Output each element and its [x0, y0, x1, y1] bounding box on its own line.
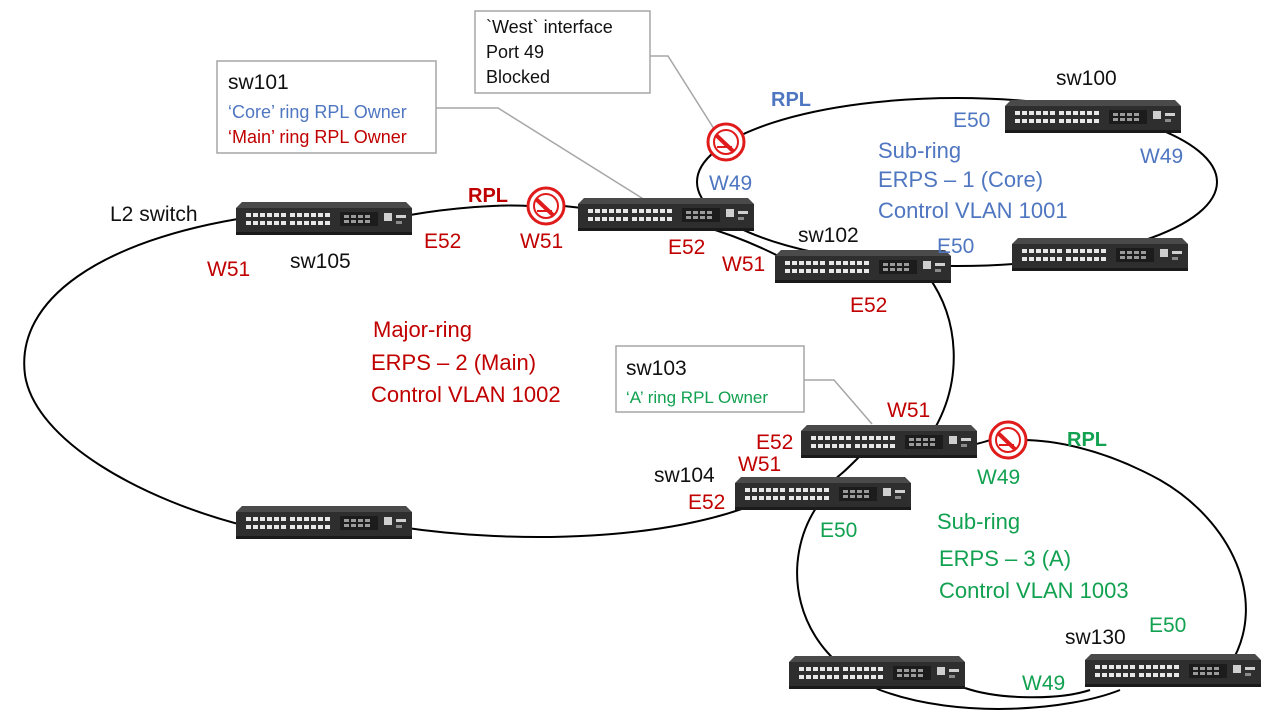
major-ring-bottom: [399, 501, 761, 539]
switch-sw100-lower: [1012, 238, 1188, 271]
west-callout-line3: Blocked: [486, 67, 550, 87]
blocked-port-icon: [988, 420, 1028, 460]
rpl-label-main: RPL: [468, 185, 508, 207]
port-e52-sw101: E52: [668, 236, 705, 259]
port-e50-sw102: E50: [937, 235, 974, 258]
blocked-port-icon: [526, 186, 566, 226]
sw101-callout-line1: ‘Core’ ring RPL Owner: [228, 102, 407, 122]
port-w51-sw103: W51: [887, 399, 930, 422]
main-ring-vlan: Control VLAN 1002: [371, 382, 561, 407]
sw103-callout-title: sw103: [626, 357, 687, 380]
switch-sw103: [801, 425, 977, 458]
port-w49-sw130: W49: [1022, 672, 1065, 695]
main-ring-name: Major-ring: [373, 317, 472, 342]
main-top-link-1: [409, 204, 529, 216]
west-callout-line2: Port 49: [486, 42, 544, 62]
blocked-port-icon: [706, 122, 746, 162]
switch-bottom-left: [236, 506, 412, 539]
port-e52-sw102: E52: [850, 294, 887, 317]
a-ring-name: Sub-ring: [937, 509, 1020, 534]
west-leader: [650, 55, 717, 133]
switch-name-sw104: sw104: [654, 464, 715, 487]
port-e52-sw103: E52: [756, 431, 793, 454]
switch-name-sw102: sw102: [798, 224, 859, 247]
switch-sw101: [578, 198, 754, 231]
sw103-callout-line1: ‘A’ ring RPL Owner: [626, 388, 768, 407]
sw101-callout-title: sw101: [228, 71, 289, 94]
switch-bottom-a: [789, 656, 965, 689]
port-w49-sw100: W49: [1140, 145, 1183, 168]
switch-sw130: [1085, 654, 1261, 687]
port-e52-sw104: E52: [688, 491, 725, 514]
port-w51-sw102: W51: [722, 253, 765, 276]
core-ring-name: Sub-ring: [878, 138, 961, 163]
switch-sw104: [735, 477, 911, 510]
sw101-callout-line2: ‘Main’ ring RPL Owner: [228, 127, 407, 147]
callout-leaders: [436, 55, 873, 425]
port-e52-sw105: E52: [424, 230, 461, 253]
major-ring: [23, 216, 251, 528]
link-sw102-sw103: [927, 275, 955, 429]
switch-sw102: [775, 250, 951, 283]
switch-sw100: [1005, 100, 1181, 133]
switch-sw105: [236, 202, 412, 235]
west-callout-box: [474, 10, 651, 94]
port-w51-sw104: W51: [738, 453, 781, 476]
sw103-leader: [804, 379, 873, 425]
switch-name-sw105: sw105: [290, 250, 351, 273]
port-w51-sw105: W51: [207, 258, 250, 281]
core-sub-ring: [696, 97, 1218, 267]
west-callout-line1: `West` interface: [486, 17, 613, 37]
port-w51-sw101: W51: [520, 230, 563, 253]
port-w49-core: W49: [709, 172, 752, 195]
rpl-label-core: RPL: [771, 89, 811, 111]
core-ring-vlan: Control VLAN 1001: [878, 198, 1068, 223]
a-ring-vlan: Control VLAN 1003: [939, 578, 1129, 603]
port-e50-sw100: E50: [953, 109, 990, 132]
port-e50-sw130: E50: [1149, 614, 1186, 637]
rpl-label-a: RPL: [1067, 429, 1107, 451]
port-w49-sw103: W49: [977, 466, 1020, 489]
sw101-callout-box: [216, 60, 437, 154]
port-e50-sw104: E50: [820, 519, 857, 542]
core-ring-erps: ERPS – 1 (Core): [878, 167, 1043, 192]
switch-name-sw100: sw100: [1056, 67, 1117, 90]
sw101-leader: [436, 107, 646, 201]
a-ring-erps: ERPS – 3 (A): [939, 546, 1071, 571]
main-ring-erps: ERPS – 2 (Main): [371, 350, 536, 375]
sw130-link: [964, 687, 1091, 699]
switch-name-sw130: sw130: [1065, 626, 1126, 649]
switch-name-l2: L2 switch: [110, 203, 198, 226]
sw103-callout-box: [615, 345, 805, 413]
